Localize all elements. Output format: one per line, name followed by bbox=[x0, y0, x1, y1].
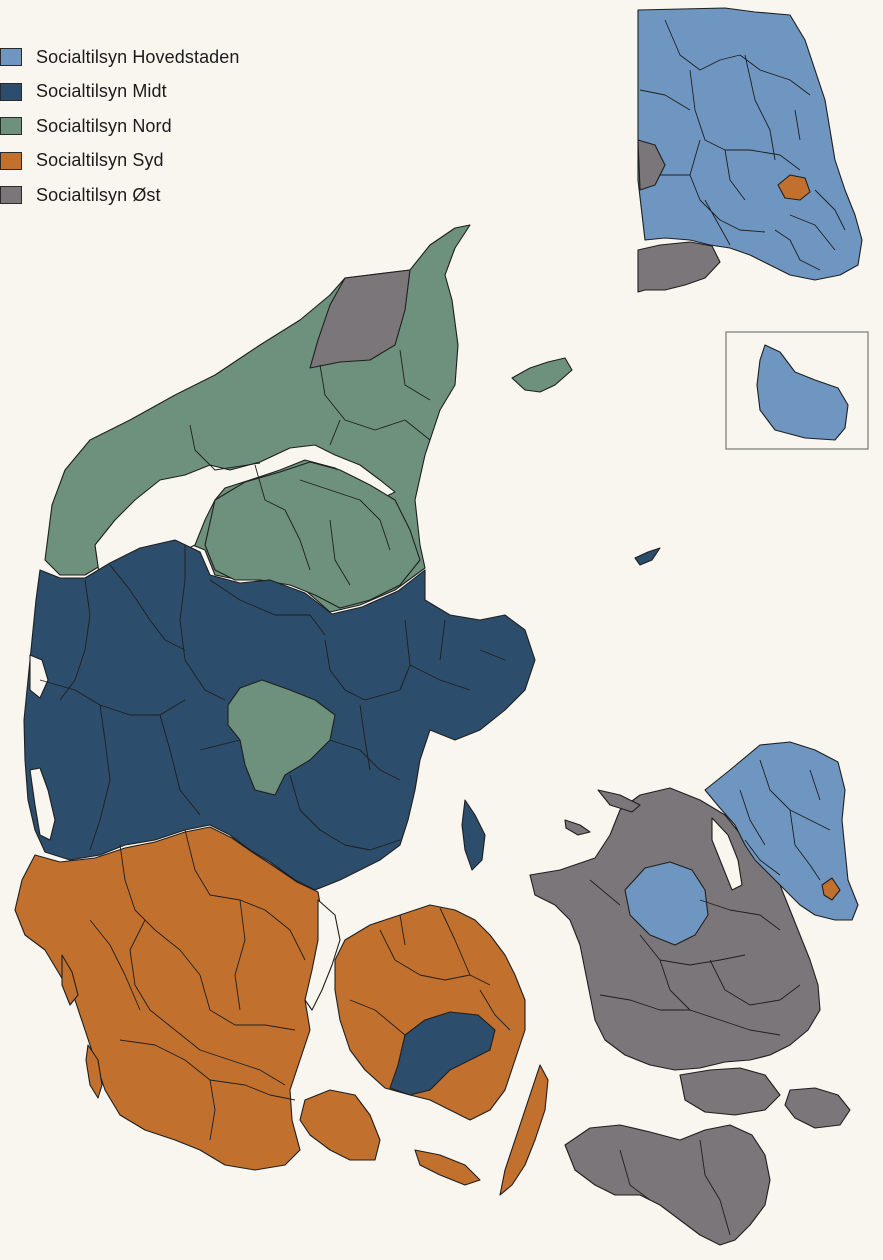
legend-item-syd[interactable]: Socialtilsyn Syd bbox=[0, 144, 240, 179]
legend-swatch bbox=[0, 151, 22, 170]
inset-syd-enclave[interactable] bbox=[777, 174, 811, 201]
legend: Socialtilsyn Hovedstaden Socialtilsyn Mi… bbox=[0, 40, 240, 213]
region-nord-ikast-enclave[interactable] bbox=[227, 679, 336, 796]
ringkobing-fjord bbox=[29, 654, 49, 699]
region-syd-aero[interactable] bbox=[414, 1149, 481, 1186]
lillebaelt-water bbox=[304, 899, 341, 1011]
region-syd-romo[interactable] bbox=[85, 1044, 103, 1099]
region-nord-himmerland[interactable] bbox=[204, 461, 421, 609]
region-nord-laeso[interactable] bbox=[511, 357, 573, 393]
legend-label: Socialtilsyn Hovedstaden bbox=[36, 46, 240, 67]
region-hovedstaden-zealand[interactable] bbox=[704, 741, 859, 921]
region-midt-fyn-enclave[interactable] bbox=[389, 1011, 496, 1096]
legend-swatch bbox=[0, 186, 22, 205]
legend-label: Socialtilsyn Syd bbox=[36, 150, 164, 171]
legend-item-midt[interactable]: Socialtilsyn Midt bbox=[0, 75, 240, 110]
region-ost-stevns[interactable] bbox=[679, 1067, 781, 1116]
inset-bornholm-frame bbox=[725, 331, 869, 450]
legend-swatch bbox=[0, 48, 22, 67]
inset-municipal-borders bbox=[639, 19, 846, 271]
region-ost-sejero[interactable] bbox=[597, 789, 641, 813]
isefjord-water bbox=[711, 817, 743, 891]
legend-swatch bbox=[0, 117, 22, 136]
legend-item-nord[interactable]: Socialtilsyn Nord bbox=[0, 109, 240, 144]
municipal-borders bbox=[39, 349, 831, 1236]
legend-item-ost[interactable]: Socialtilsyn Øst bbox=[0, 178, 240, 213]
legend-swatch bbox=[0, 82, 22, 101]
region-ost-northtip[interactable] bbox=[309, 269, 411, 369]
region-syd-fyn[interactable] bbox=[334, 904, 526, 1121]
region-hovedstaden-holbaek[interactable] bbox=[624, 861, 709, 946]
inset-bornholm[interactable] bbox=[756, 344, 849, 441]
inset-hovedstaden-area[interactable] bbox=[637, 7, 863, 281]
region-midt-anholt[interactable] bbox=[634, 547, 661, 566]
legend-label: Socialtilsyn Nord bbox=[36, 115, 172, 136]
legend-item-hovedstaden[interactable]: Socialtilsyn Hovedstaden bbox=[0, 40, 240, 75]
legend-label: Socialtilsyn Øst bbox=[36, 184, 161, 205]
region-ost-island-1[interactable] bbox=[564, 819, 591, 836]
region-syd-fano[interactable] bbox=[61, 954, 79, 1006]
region-syd-jutland[interactable] bbox=[14, 826, 323, 1171]
legend-label: Socialtilsyn Midt bbox=[36, 81, 167, 102]
region-syd-enclave-zealand[interactable] bbox=[821, 877, 841, 901]
region-syd-als[interactable] bbox=[299, 1089, 381, 1161]
region-syd-langeland[interactable] bbox=[499, 1064, 549, 1196]
nissum-fjord bbox=[29, 767, 56, 841]
region-ost-mon[interactable] bbox=[784, 1087, 851, 1129]
region-ost-lolland-falster[interactable] bbox=[564, 1124, 771, 1246]
region-midt-samso[interactable] bbox=[461, 799, 486, 871]
